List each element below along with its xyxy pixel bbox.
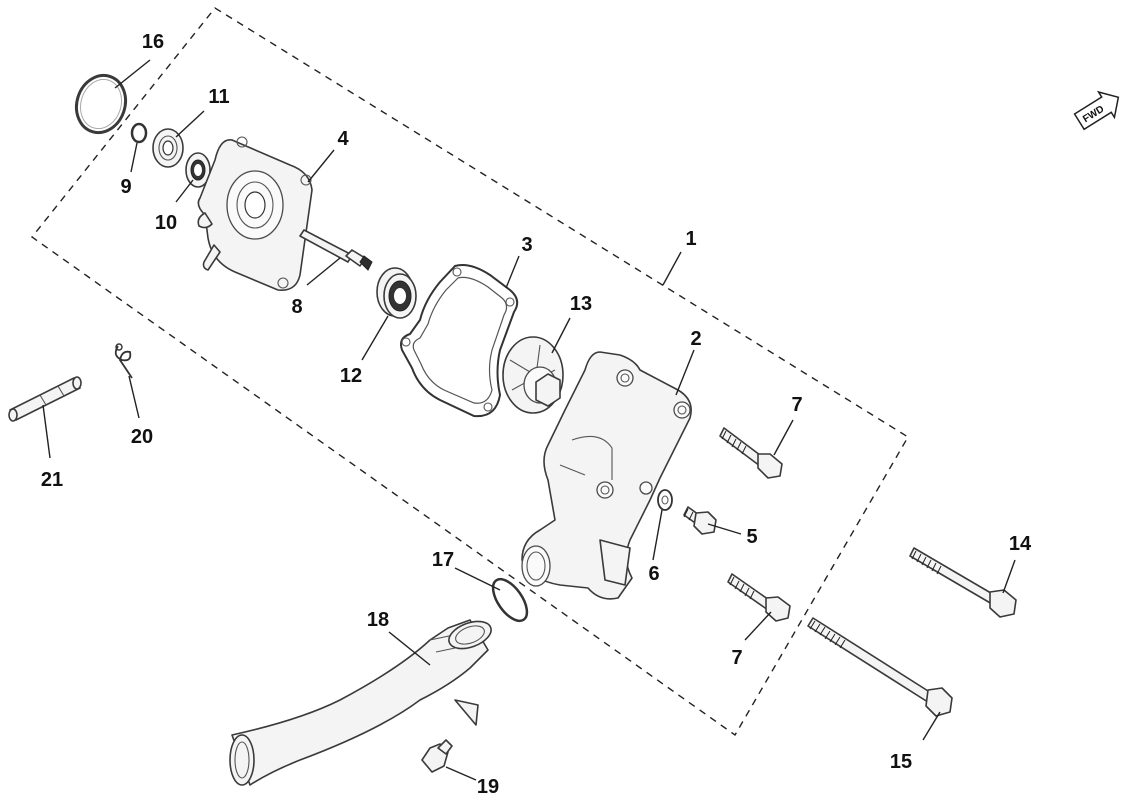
part-19-small-bolt bbox=[421, 739, 453, 773]
part-3-gasket bbox=[400, 264, 519, 418]
part-16-o-ring bbox=[74, 73, 128, 135]
callout-2: 2 bbox=[690, 328, 701, 350]
callout-9: 9 bbox=[120, 176, 131, 198]
part-6-washer bbox=[657, 489, 673, 511]
callout-18: 18 bbox=[367, 609, 389, 631]
part-20-clip bbox=[114, 343, 133, 379]
part-13-impeller bbox=[502, 336, 564, 414]
callout-3: 3 bbox=[521, 234, 532, 256]
callout-6: 6 bbox=[648, 563, 659, 585]
part-7-bolt-lower bbox=[727, 573, 791, 622]
callout-1: 1 bbox=[685, 228, 696, 250]
callout-10: 10 bbox=[155, 212, 177, 234]
part-17-o-ring bbox=[491, 577, 529, 623]
callout-12: 12 bbox=[340, 365, 362, 387]
callout-8: 8 bbox=[291, 296, 302, 318]
callout-16: 16 bbox=[142, 31, 164, 53]
callout-4: 4 bbox=[337, 128, 349, 150]
callout-21: 21 bbox=[41, 469, 63, 491]
callout-5: 5 bbox=[746, 526, 757, 548]
callout-20: 20 bbox=[131, 426, 153, 448]
part-15-extra-long-bolt bbox=[807, 617, 953, 717]
leader-lines bbox=[42, 59, 1016, 781]
part-4-pump-cover bbox=[197, 136, 313, 292]
part-2-pump-housing bbox=[521, 351, 692, 600]
assembly-boundary bbox=[30, 7, 909, 737]
callout-11: 11 bbox=[208, 86, 229, 108]
callout-19: 19 bbox=[477, 776, 499, 798]
callout-13: 13 bbox=[570, 293, 592, 315]
part-11-bearing bbox=[152, 128, 184, 168]
callout-7-upper: 7 bbox=[791, 394, 802, 416]
callout-17: 17 bbox=[432, 549, 454, 571]
fwd-direction-badge: FWD bbox=[1073, 90, 1120, 131]
callout-15: 15 bbox=[890, 751, 912, 773]
part-14-long-bolt bbox=[909, 547, 1017, 618]
callout-7-lower: 7 bbox=[731, 647, 742, 669]
part-10-oil-seal bbox=[185, 152, 211, 188]
part-5-short-bolt bbox=[683, 506, 717, 535]
part-12-mechanical-seal bbox=[376, 267, 417, 319]
part-21-pin bbox=[8, 376, 82, 422]
part-9-circlip bbox=[130, 122, 148, 144]
callout-labels: 1 2 3 4 5 6 7 7 8 9 10 11 12 13 14 15 16… bbox=[41, 31, 1032, 798]
part-18-coolant-pipe bbox=[229, 619, 492, 786]
part-8-pump-shaft bbox=[299, 229, 373, 271]
callout-14: 14 bbox=[1009, 533, 1032, 555]
part-7-bolt-upper bbox=[719, 427, 783, 479]
